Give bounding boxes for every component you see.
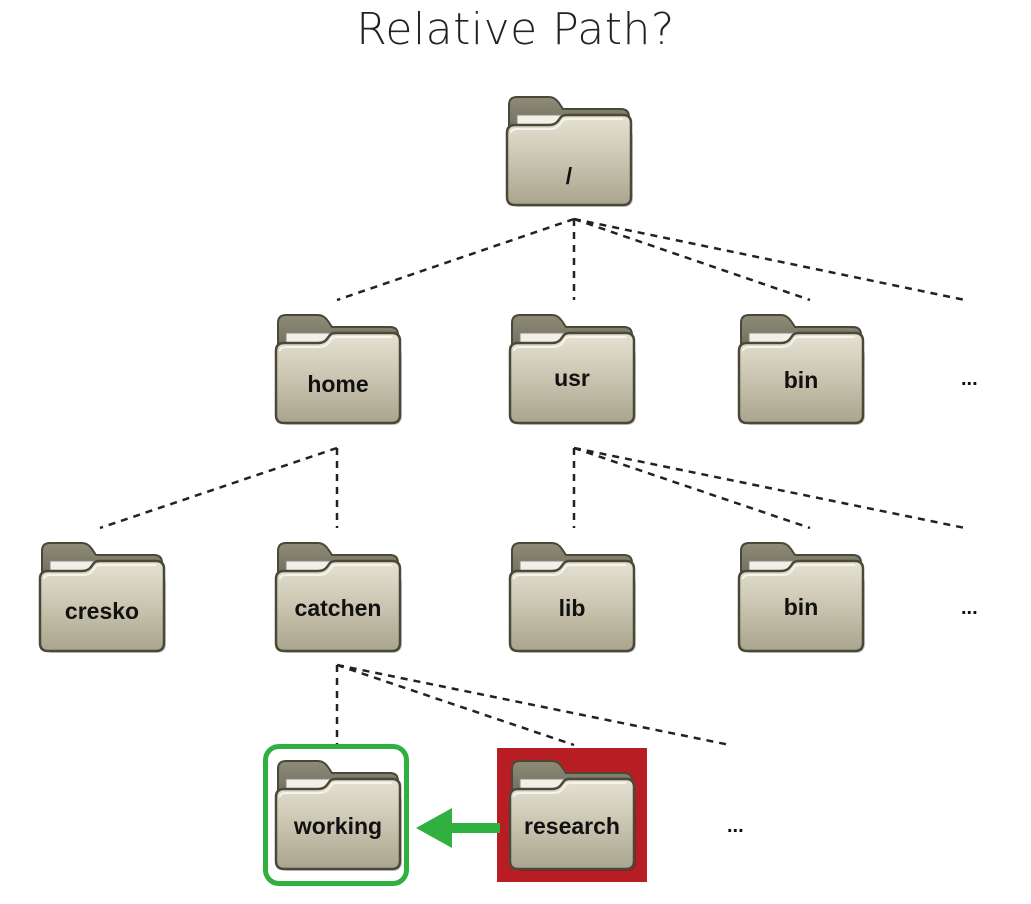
- edge-usr-more: [573, 446, 966, 530]
- slide-title: Relative Path?: [356, 4, 675, 55]
- folder-lib[interactable]: lib: [508, 539, 636, 655]
- folder-icon: [508, 314, 636, 425]
- folder-label: usr: [554, 365, 590, 391]
- more-ellipsis-level2: ...: [961, 597, 978, 619]
- folder-icon: [737, 542, 865, 653]
- more-ellipsis-level1: ...: [961, 368, 978, 390]
- folder-icon: [274, 314, 402, 425]
- edge-home-cresko: [99, 446, 338, 530]
- folder-label: cresko: [64, 598, 140, 624]
- folder-root[interactable]: /: [505, 93, 633, 209]
- folder-bin-top[interactable]: bin: [737, 311, 865, 427]
- folder-label: /: [565, 163, 573, 189]
- folder-icon: [508, 542, 636, 653]
- folder-cresko[interactable]: cresko: [38, 539, 166, 655]
- edge-usr-bin: [573, 446, 811, 530]
- folder-label: working: [293, 813, 383, 839]
- folder-home[interactable]: home: [274, 311, 402, 427]
- folder-icon: [38, 542, 166, 653]
- folder-catchen[interactable]: catchen: [274, 539, 402, 655]
- folder-label: research: [524, 813, 620, 839]
- folder-icon: [274, 542, 402, 653]
- edge-root-more: [573, 217, 966, 302]
- folder-usr[interactable]: usr: [508, 311, 636, 427]
- more-ellipsis-level3: ...: [727, 815, 744, 837]
- folder-research[interactable]: research: [508, 757, 636, 873]
- folder-icon: [505, 96, 633, 207]
- folder-label: bin: [783, 367, 819, 393]
- folder-label: home: [307, 371, 369, 397]
- folder-working[interactable]: working: [274, 757, 402, 873]
- folder-label: catchen: [294, 595, 382, 621]
- current-highlight-box: [263, 744, 409, 886]
- folder-bin-usr[interactable]: bin: [737, 539, 865, 655]
- folder-icon: [274, 760, 402, 871]
- edge-catchen-research: [336, 663, 575, 747]
- edge-catchen-more: [336, 663, 731, 747]
- edge-root-bin: [573, 217, 811, 302]
- edge-root-home: [336, 217, 575, 302]
- folder-icon: [508, 760, 636, 871]
- folder-label: lib: [558, 595, 586, 621]
- folder-icon: [737, 314, 865, 425]
- folder-label: bin: [783, 594, 819, 620]
